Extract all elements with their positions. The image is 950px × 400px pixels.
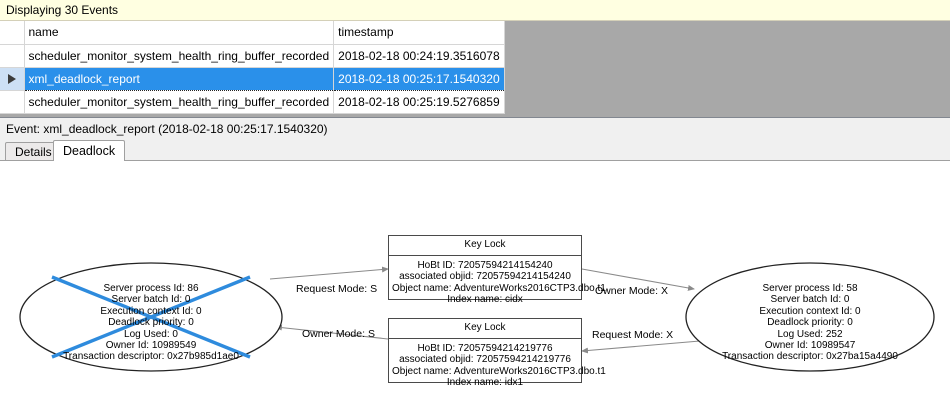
resource-detail-line: HoBt ID: 72057594214154240 [417, 260, 553, 271]
resource-bottom-title: Key Lock [389, 319, 581, 339]
resource-top-details: HoBt ID: 72057594214154240 associated ob… [389, 256, 606, 310]
current-row-marker-icon [7, 73, 16, 84]
process-detail-line: Execution context Id: 0 [759, 305, 861, 317]
process-detail-line: Execution context Id: 0 [100, 305, 202, 317]
process-detail-line: Server process Id: 58 [762, 283, 858, 294]
edge-line-request-s [269, 266, 389, 280]
row-selector-cell[interactable] [0, 67, 25, 91]
cell-timestamp[interactable]: 2018-02-18 00:25:19.5276859 [333, 90, 505, 114]
process-detail-line: Server batch Id: 0 [770, 294, 850, 306]
resource-detail-line: associated objid: 72057594214154240 [399, 271, 571, 283]
cell-timestamp[interactable]: 2018-02-18 00:25:17.1540320 [333, 66, 505, 91]
event-header-text: Event: xml_deadlock_report (2018-02-18 0… [6, 122, 328, 136]
edge-label-request-s: Request Mode: S [296, 283, 378, 295]
tab-deadlock[interactable]: Deadlock [53, 140, 126, 161]
edge-label-owner-s: Owner Mode: S [302, 328, 375, 340]
resource-detail-line: Object name: AdventureWorks2016CTP3.dbo.… [392, 365, 606, 377]
cell-name[interactable]: scheduler_monitor_system_health_ring_buf… [24, 90, 335, 114]
deadlock-canvas[interactable]: Server process Id: 86 Server batch Id: 0… [0, 160, 950, 400]
resource-node-bottom[interactable]: Key Lock HoBt ID: 72057594214219776 asso… [388, 318, 606, 388]
process-detail-line: Transaction descriptor: 0x27ba15a4490 [722, 351, 898, 363]
column-header-name[interactable]: name [24, 21, 335, 45]
resource-detail-line: HoBt ID: 72057594214219776 [417, 343, 553, 354]
process-left-shape [19, 262, 283, 372]
deadlock-edges [269, 266, 701, 354]
events-banner: Displaying 30 Events [0, 0, 950, 21]
table-row[interactable]: scheduler_monitor_system_health_ring_buf… [0, 44, 505, 68]
table-row-selected[interactable]: xml_deadlock_report 2018-02-18 00:25:17.… [0, 66, 505, 91]
process-right-shape [685, 262, 935, 372]
cell-name[interactable]: xml_deadlock_report [24, 66, 335, 91]
resource-top-title: Key Lock [389, 236, 581, 256]
process-node-left[interactable]: Server process Id: 86 Server batch Id: 0… [18, 261, 284, 373]
deadlock-victim-cross-icon [51, 275, 251, 359]
edge-line-owner-x [581, 268, 695, 291]
row-selector-cell[interactable] [0, 90, 25, 114]
process-detail-line: Transaction descriptor: 0x27b985d1ae0 [63, 351, 239, 363]
edge-label-owner-x: Owner Mode: X [595, 285, 668, 297]
tab-strip: Details Deadlock [0, 140, 950, 161]
table-row[interactable]: scheduler_monitor_system_health_ring_buf… [0, 90, 505, 114]
resource-detail-line: Index name: idx1 [446, 377, 524, 389]
events-grid[interactable]: name timestamp scheduler_monitor_system_… [0, 21, 950, 118]
edge-line-request-x [581, 340, 701, 354]
process-detail-line: Server process Id: 86 [103, 283, 199, 294]
resource-detail-line: Index name: cidx [447, 294, 523, 306]
cell-name[interactable]: scheduler_monitor_system_health_ring_buf… [24, 44, 335, 68]
edge-label-request-x: Request Mode: X [592, 329, 674, 341]
resource-detail-line: associated objid: 72057594214219776 [399, 354, 571, 366]
edge-line-owner-s [275, 324, 389, 340]
resource-node-top[interactable]: Key Lock HoBt ID: 72057594214154240 asso… [388, 235, 606, 305]
event-header: Event: xml_deadlock_report (2018-02-18 0… [0, 118, 950, 140]
process-right-details: Server process Id: 58 Server batch Id: 0… [684, 283, 936, 363]
process-detail-line: Deadlock priority: 0 [767, 317, 853, 329]
events-banner-text: Displaying 30 Events [6, 3, 119, 17]
row-selector-cell[interactable] [0, 44, 25, 68]
process-node-right[interactable]: Server process Id: 58 Server batch Id: 0… [684, 261, 936, 373]
column-header-timestamp[interactable]: timestamp [333, 21, 505, 45]
process-detail-line: Deadlock priority: 0 [108, 317, 194, 329]
table-header-row: name timestamp [0, 21, 505, 45]
process-detail-line: Owner Id: 10989547 [764, 340, 856, 352]
process-detail-line: Log Used: 0 [124, 328, 178, 340]
process-detail-line: Log Used: 252 [777, 328, 843, 340]
process-detail-line: Server batch Id: 0 [111, 294, 191, 306]
events-table: name timestamp scheduler_monitor_system_… [0, 21, 505, 114]
column-header-selector [0, 21, 25, 45]
cell-timestamp[interactable]: 2018-02-18 00:24:19.3516078 [333, 44, 505, 68]
resource-bottom-details: HoBt ID: 72057594214219776 associated ob… [389, 339, 606, 393]
resource-detail-line: Object name: AdventureWorks2016CTP3.dbo.… [392, 282, 606, 294]
process-left-details: Server process Id: 86 Server batch Id: 0… [18, 283, 284, 363]
process-detail-line: Owner Id: 10989549 [105, 340, 197, 352]
